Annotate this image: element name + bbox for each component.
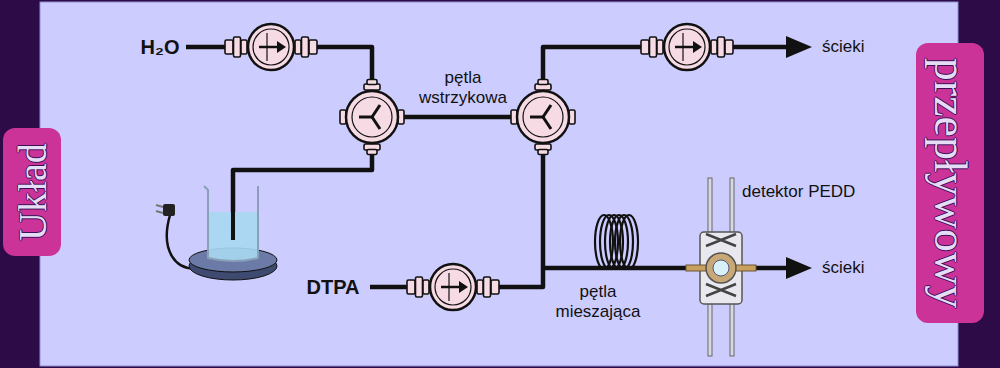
beaker-on-stirrer bbox=[156, 170, 277, 280]
title-text: Układ bbox=[9, 143, 56, 241]
inlet-label: H₂O bbox=[141, 36, 180, 59]
part-label: ścieki bbox=[822, 258, 865, 278]
tube bbox=[398, 115, 514, 120]
waste-arrowhead bbox=[786, 36, 812, 58]
inlet-label: DTPA bbox=[307, 276, 360, 299]
waste-arrowhead bbox=[786, 257, 812, 279]
part-label: pętla mieszająca bbox=[548, 282, 648, 321]
title-tab: Układ bbox=[3, 128, 61, 256]
title-tab: przepływowy bbox=[916, 43, 984, 323]
pump-symbol bbox=[225, 24, 317, 70]
pump-symbol bbox=[641, 24, 733, 70]
valve-symbol bbox=[511, 80, 575, 155]
tube bbox=[543, 148, 688, 268]
pump-symbol bbox=[407, 264, 499, 310]
part-label: pętla wstrzykowa bbox=[408, 68, 518, 107]
valve-symbol bbox=[340, 80, 404, 155]
panel-ground bbox=[40, 2, 958, 366]
part-label: ścieki bbox=[822, 37, 865, 57]
mixing-coil bbox=[595, 215, 638, 269]
title-text: przepływowy bbox=[924, 58, 977, 308]
tube bbox=[543, 47, 652, 86]
pedd-detector bbox=[686, 178, 756, 356]
part-label: detektor PEDD bbox=[742, 182, 855, 202]
